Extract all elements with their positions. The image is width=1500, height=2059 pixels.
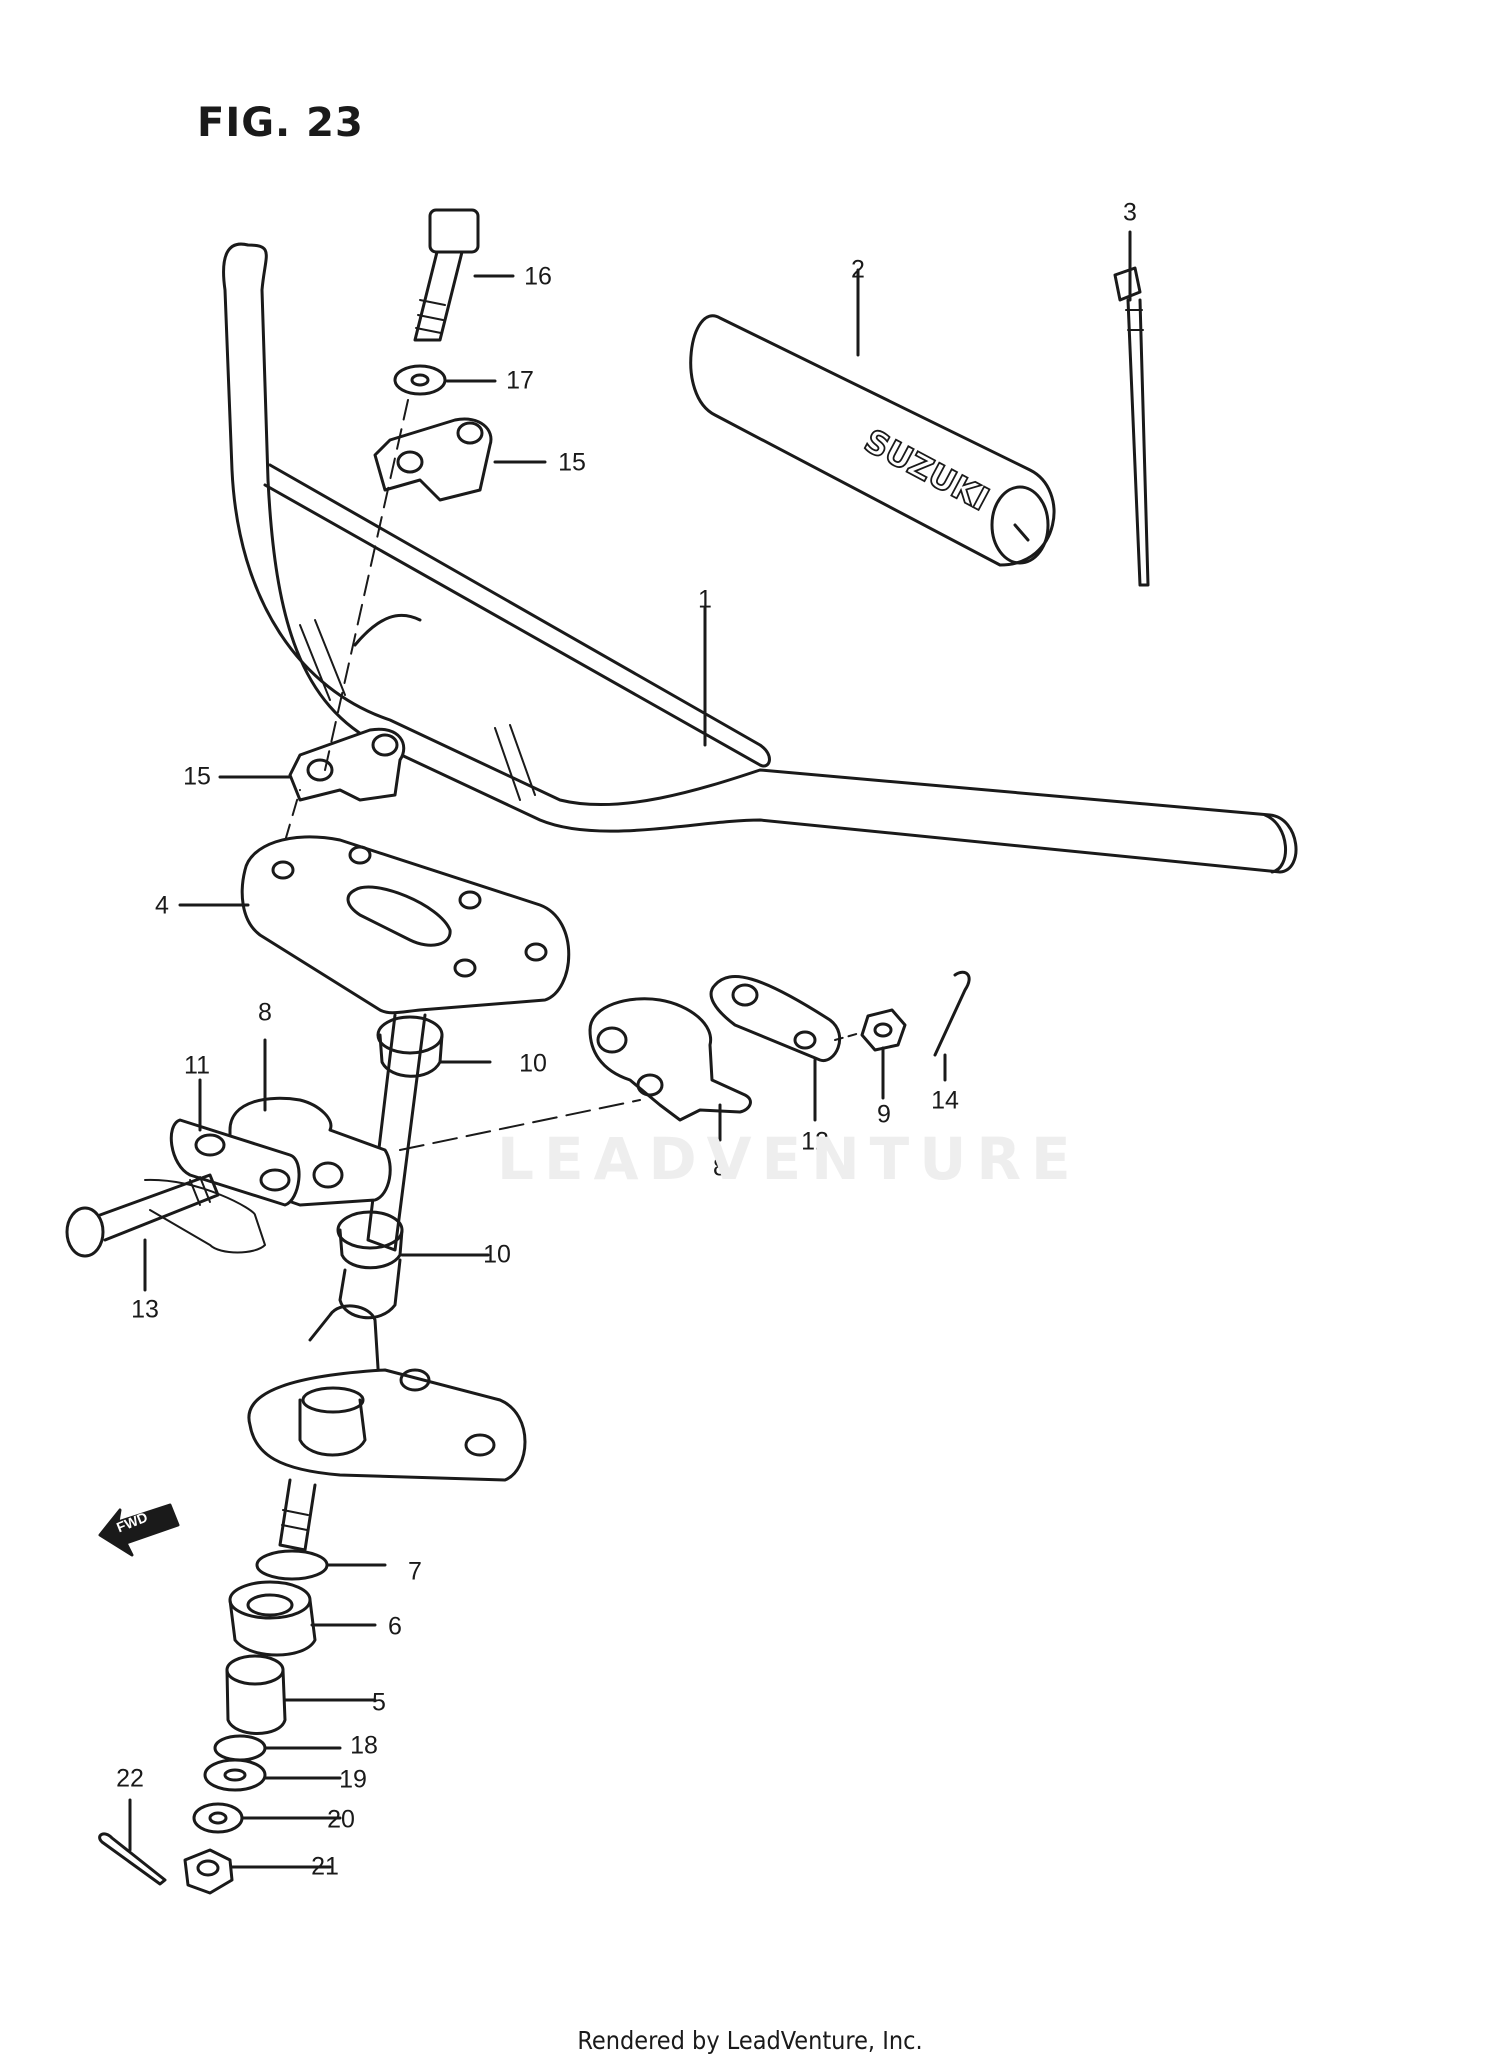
lower-stud <box>278 1478 317 1552</box>
figure-title: FIG. 23 <box>197 100 364 146</box>
washer-18 <box>213 1734 267 1762</box>
cotter-pin-14 <box>933 970 971 1057</box>
callout-16: 16 <box>524 262 552 291</box>
handlebar <box>222 242 1298 874</box>
snap-ring-7 <box>255 1549 329 1581</box>
leader-lines <box>128 230 1132 1869</box>
column-plate <box>240 835 571 1015</box>
handlebar-pad: SUZUKI <box>689 314 1056 567</box>
callout-3: 3 <box>1123 198 1137 227</box>
callout-12: 12 <box>801 1127 829 1156</box>
tie-rod-end-8 <box>588 997 752 1122</box>
callout-2: 2 <box>851 255 865 284</box>
washer-20 <box>192 1802 244 1834</box>
callout-19: 19 <box>339 1765 367 1794</box>
callout-8-right: 8 <box>713 1153 727 1182</box>
callout-15-upper: 15 <box>558 448 586 477</box>
fwd-arrow-icon <box>98 1503 180 1557</box>
callout-15-lower: 15 <box>183 762 211 791</box>
bearing-6 <box>228 1580 317 1657</box>
steering-shaft <box>338 1013 427 1320</box>
callout-10-upper: 10 <box>519 1049 547 1078</box>
nut-21 <box>183 1848 234 1895</box>
lock-plate-11 <box>169 1118 301 1207</box>
callout-13: 13 <box>131 1295 159 1324</box>
callout-22: 22 <box>116 1764 144 1793</box>
plate-12 <box>709 975 842 1062</box>
callout-4: 4 <box>155 891 169 920</box>
bushing-5 <box>225 1654 287 1735</box>
callout-10-lower: 10 <box>483 1240 511 1269</box>
callout-6: 6 <box>388 1612 402 1641</box>
callout-11: 11 <box>184 1051 210 1080</box>
callout-7: 7 <box>408 1557 422 1586</box>
bushing-10-upper <box>376 1015 444 1055</box>
handlebar-holder-upper <box>373 417 493 502</box>
callout-9: 9 <box>877 1100 891 1129</box>
callout-18: 18 <box>350 1731 378 1760</box>
callout-17: 17 <box>506 366 534 395</box>
cotter-pin-22 <box>98 1832 167 1886</box>
callout-20: 20 <box>327 1805 355 1834</box>
callout-5: 5 <box>372 1688 386 1717</box>
bolt-16 <box>413 208 480 342</box>
steering-arm <box>247 1304 527 1482</box>
footer-credit: Rendered by LeadVenture, Inc. <box>577 2026 923 2055</box>
bolt-13 <box>65 1173 266 1258</box>
callout-8-left: 8 <box>258 998 272 1027</box>
callout-21: 21 <box>311 1852 339 1881</box>
washer-17 <box>393 364 447 396</box>
washer-19 <box>203 1758 267 1792</box>
handlebar-holder-lower <box>288 727 406 802</box>
nut-9 <box>860 1008 907 1052</box>
callout-1: 1 <box>698 585 712 614</box>
watermark: LEADVENTURE <box>497 1125 1081 1193</box>
callout-14: 14 <box>931 1086 959 1115</box>
cable-tie <box>1113 266 1150 587</box>
